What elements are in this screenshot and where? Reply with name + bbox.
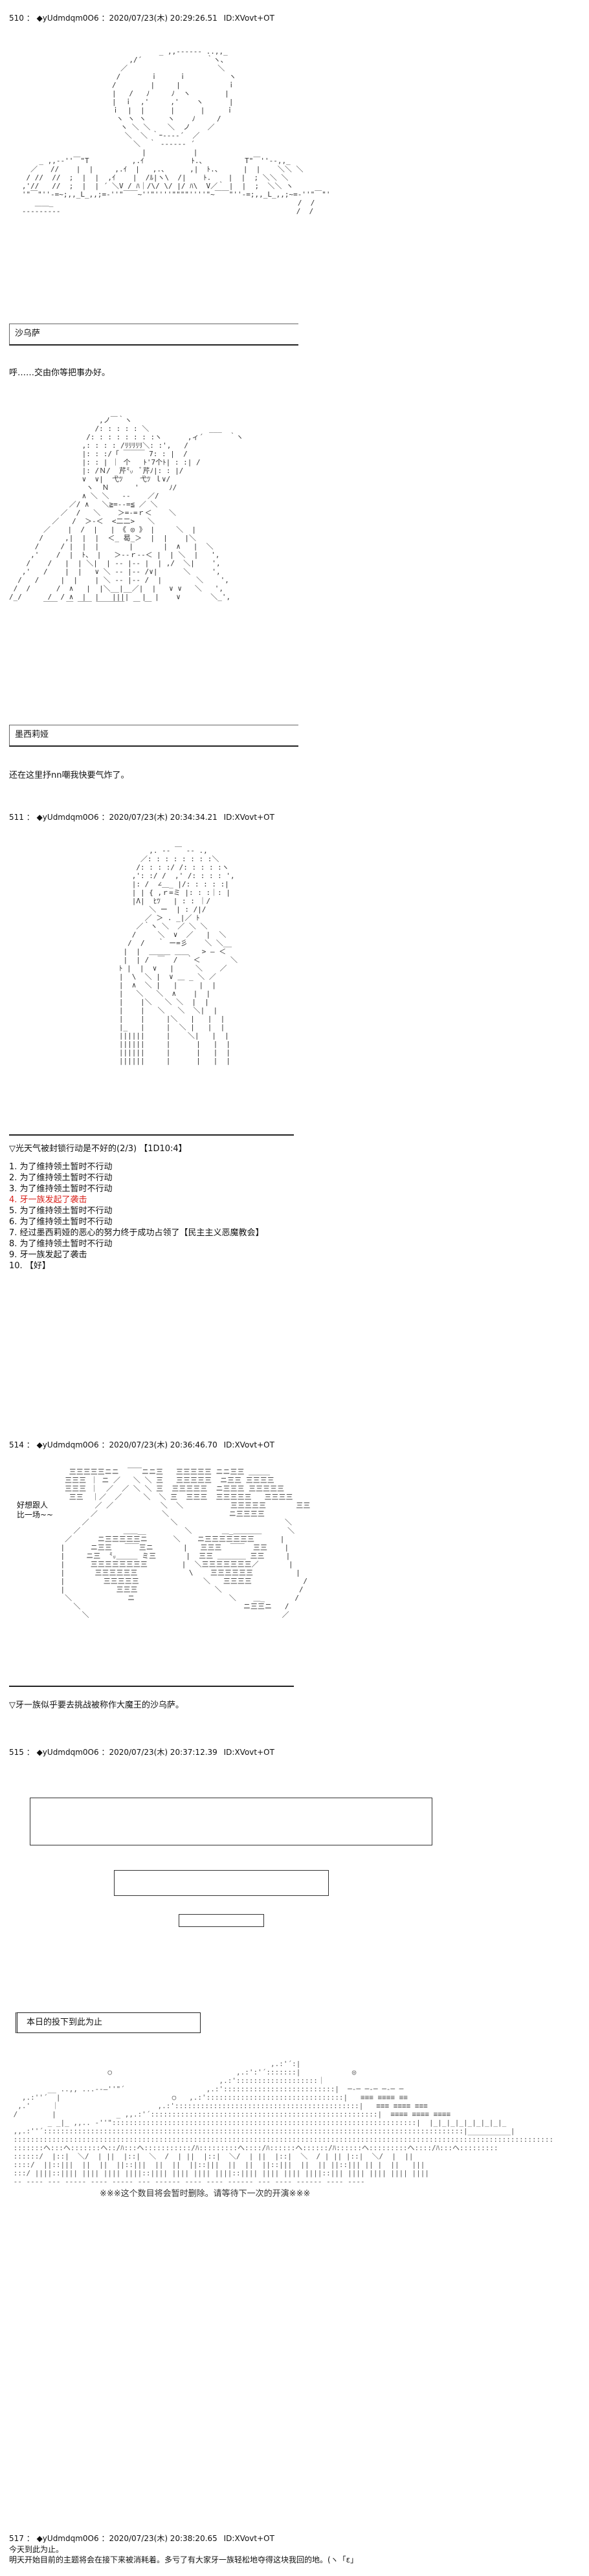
post-sep: ： bbox=[26, 1440, 34, 1449]
empty-box-medium bbox=[114, 1870, 329, 1896]
closing-line-1: 今天到此为止。 bbox=[9, 2545, 64, 2554]
vote-title: ▽光天气被封锁行动是不好的(2/3) 【1D10:4】 bbox=[9, 1144, 187, 1154]
poster-id[interactable]: ID:XVovt+OT bbox=[223, 14, 274, 23]
post-date: ：2020/07/23(木) 20:37:12.39 bbox=[101, 1748, 217, 1757]
post-header: 515 ： ◆yUdmdqm0O6 ：2020/07/23(木) 20:37:1… bbox=[9, 1747, 579, 1758]
post-date: ：2020/07/23(木) 20:38:20.65 bbox=[101, 2534, 217, 2543]
divider bbox=[9, 1134, 294, 1136]
ascii-art-standing-knight: ,. -‐ ￣ ‐- ., ／: : : : : : : :＼ /: : : :… bbox=[118, 846, 238, 1065]
poster-name: ◆yUdmdqm0O6 bbox=[36, 2534, 99, 2543]
post-header: 510 ： ◆yUdmdqm0O6 ：2020/07/23(木) 20:29:2… bbox=[9, 13, 579, 24]
ascii-art-face-closeup: 三三三三三ニニ ￣￣ニニ三 三三三三三 ニニ三三 ＿＿＿ 三三三 ｜ ニ ／ ＼… bbox=[60, 1468, 311, 1619]
post-header: 514 ： ◆yUdmdqm0O6 ：2020/07/23(木) 20:36:4… bbox=[9, 1440, 579, 1451]
post-sep: ： bbox=[26, 813, 34, 822]
vote-option: 1. 为了维持领土暂时不行动 bbox=[9, 1162, 113, 1172]
post-510: 510 ： ◆yUdmdqm0O6 ：2020/07/23(木) 20:29:2… bbox=[9, 13, 579, 382]
post-514: 514 ： ◆yUdmdqm0O6 ：2020/07/23(木) 20:36:4… bbox=[9, 1440, 579, 1724]
poster-name: ◆yUdmdqm0O6 bbox=[36, 1440, 99, 1449]
vote-option: 6. 为了维持领土暂时不行动 bbox=[9, 1217, 113, 1227]
post-header: 511 ： ◆yUdmdqm0O6 ：2020/07/23(木) 20:34:3… bbox=[9, 812, 579, 823]
post-517: 517 ： ◆yUdmdqm0O6 ：2020/07/23(木) 20:38:2… bbox=[9, 2533, 579, 2576]
poster-id[interactable]: ID:XVovt+OT bbox=[223, 2534, 274, 2543]
vote-option: 3. 为了维持领土暂时不行动 bbox=[9, 1184, 113, 1194]
vote-option-selected: 4. 牙一族发起了袭击 bbox=[9, 1195, 87, 1205]
post-date: ：2020/07/23(木) 20:36:46.70 bbox=[101, 1440, 217, 1449]
dialogue-line: 还在这里抒nn嘲我快要气炸了。 bbox=[9, 771, 129, 780]
poster-name: ◆yUdmdqm0O6 bbox=[36, 1748, 99, 1757]
post-number[interactable]: 511 bbox=[9, 813, 24, 822]
poster-name: ◆yUdmdqm0O6 bbox=[36, 14, 99, 23]
poster-id[interactable]: ID:XVovt+OT bbox=[223, 1748, 274, 1757]
divider bbox=[9, 1686, 294, 1687]
poster-id[interactable]: ID:XVovt+OT bbox=[223, 1440, 274, 1449]
poster-name: ◆yUdmdqm0O6 bbox=[36, 813, 99, 822]
post-number[interactable]: 514 bbox=[9, 1440, 24, 1449]
speaker-box: 沙乌萨 bbox=[9, 324, 298, 346]
end-of-day-box: 本日的投下到此为止 bbox=[16, 2012, 201, 2033]
vote-option: 7. 经过墨西莉娅的恶心的努力终于成功占领了【民主主义恶魔教会】 bbox=[9, 1228, 264, 1238]
post-header: 517 ： ◆yUdmdqm0O6 ：2020/07/23(木) 20:38:2… bbox=[9, 2533, 579, 2544]
post-number[interactable]: 510 bbox=[9, 14, 24, 23]
post-515: 515 ： ◆yUdmdqm0O6 ：2020/07/23(木) 20:37:1… bbox=[9, 1747, 579, 2199]
post-sep: ： bbox=[26, 14, 34, 23]
vote-option: 5. 为了维持领土暂时不行动 bbox=[9, 1206, 113, 1216]
vote-option: 10. 【好】 bbox=[9, 1261, 50, 1271]
empty-box-small bbox=[179, 1914, 264, 1927]
empty-box-large bbox=[30, 1798, 432, 1845]
dialogue-line: 呼……交由你等把事办好。 bbox=[9, 368, 111, 378]
post-date: ：2020/07/23(木) 20:29:26.51 bbox=[101, 14, 217, 23]
end-notice: ※※※这个数目将会暂时删除。请等待下一次的开演※※※ bbox=[100, 2189, 311, 2199]
ascii-art-shadow-figure: _ ,,--‐‐‐- ..,,_ ,/´ ｀ヽ、 ／ ＼ / ｉ ｉ ヽ / bbox=[21, 47, 331, 215]
end-label: 本日的投下到此为止 bbox=[27, 2018, 103, 2027]
speaker-box: 墨西莉娅 bbox=[9, 725, 298, 747]
post-511: 511 ： ◆yUdmdqm0O6 ：2020/07/23(木) 20:34:3… bbox=[9, 812, 579, 1278]
post-sep: ： bbox=[26, 1748, 34, 1757]
post-number[interactable]: 517 bbox=[9, 2534, 24, 2543]
poster-id[interactable]: ID:XVovt+OT bbox=[223, 813, 274, 822]
vote-option: 2. 为了维持领土暂时不行动 bbox=[9, 1173, 113, 1183]
post-510-continued: ,ノ￣｀ヽ /: : : : : ＼ ___ /: : : : : : : :ヽ… bbox=[9, 408, 579, 822]
speaker-name: 沙乌萨 bbox=[15, 329, 41, 338]
post-date: ：2020/07/23(木) 20:34:34.21 bbox=[101, 813, 217, 822]
vote-options: 1. 为了维持领土暂时不行动 2. 为了维持领土暂时不行动 3. 为了维持领土暂… bbox=[9, 1161, 264, 1271]
ascii-art-robed-woman: ,ノ￣｀ヽ /: : : : : ＼ ___ /: : : : : : : :ヽ… bbox=[9, 416, 243, 610]
vote-option: 8. 为了维持领土暂时不行动 bbox=[9, 1239, 113, 1249]
post-sep: ： bbox=[26, 2534, 34, 2543]
post-number[interactable]: 515 bbox=[9, 1748, 24, 1757]
speaker-name: 墨西莉娅 bbox=[15, 730, 49, 740]
ascii-art-battlefield: ,.:'´:| ○ ,.:':'´:::::::| ◎ ,.:'::::::::… bbox=[13, 2060, 554, 2186]
narration-line: ▽牙一族似乎要去挑战被称作大魔王的沙乌萨。 bbox=[9, 1701, 184, 1710]
closing-line-2: 明天开始目前的主题将会在接下来被消耗着。多亏了有大家牙一族轻松地夺得这块我回的地… bbox=[9, 2555, 359, 2564]
vote-option: 9. 牙一族发起了袭击 bbox=[9, 1250, 87, 1260]
speech-bubble: 好想跟人 比一场~~ bbox=[16, 1499, 55, 1521]
